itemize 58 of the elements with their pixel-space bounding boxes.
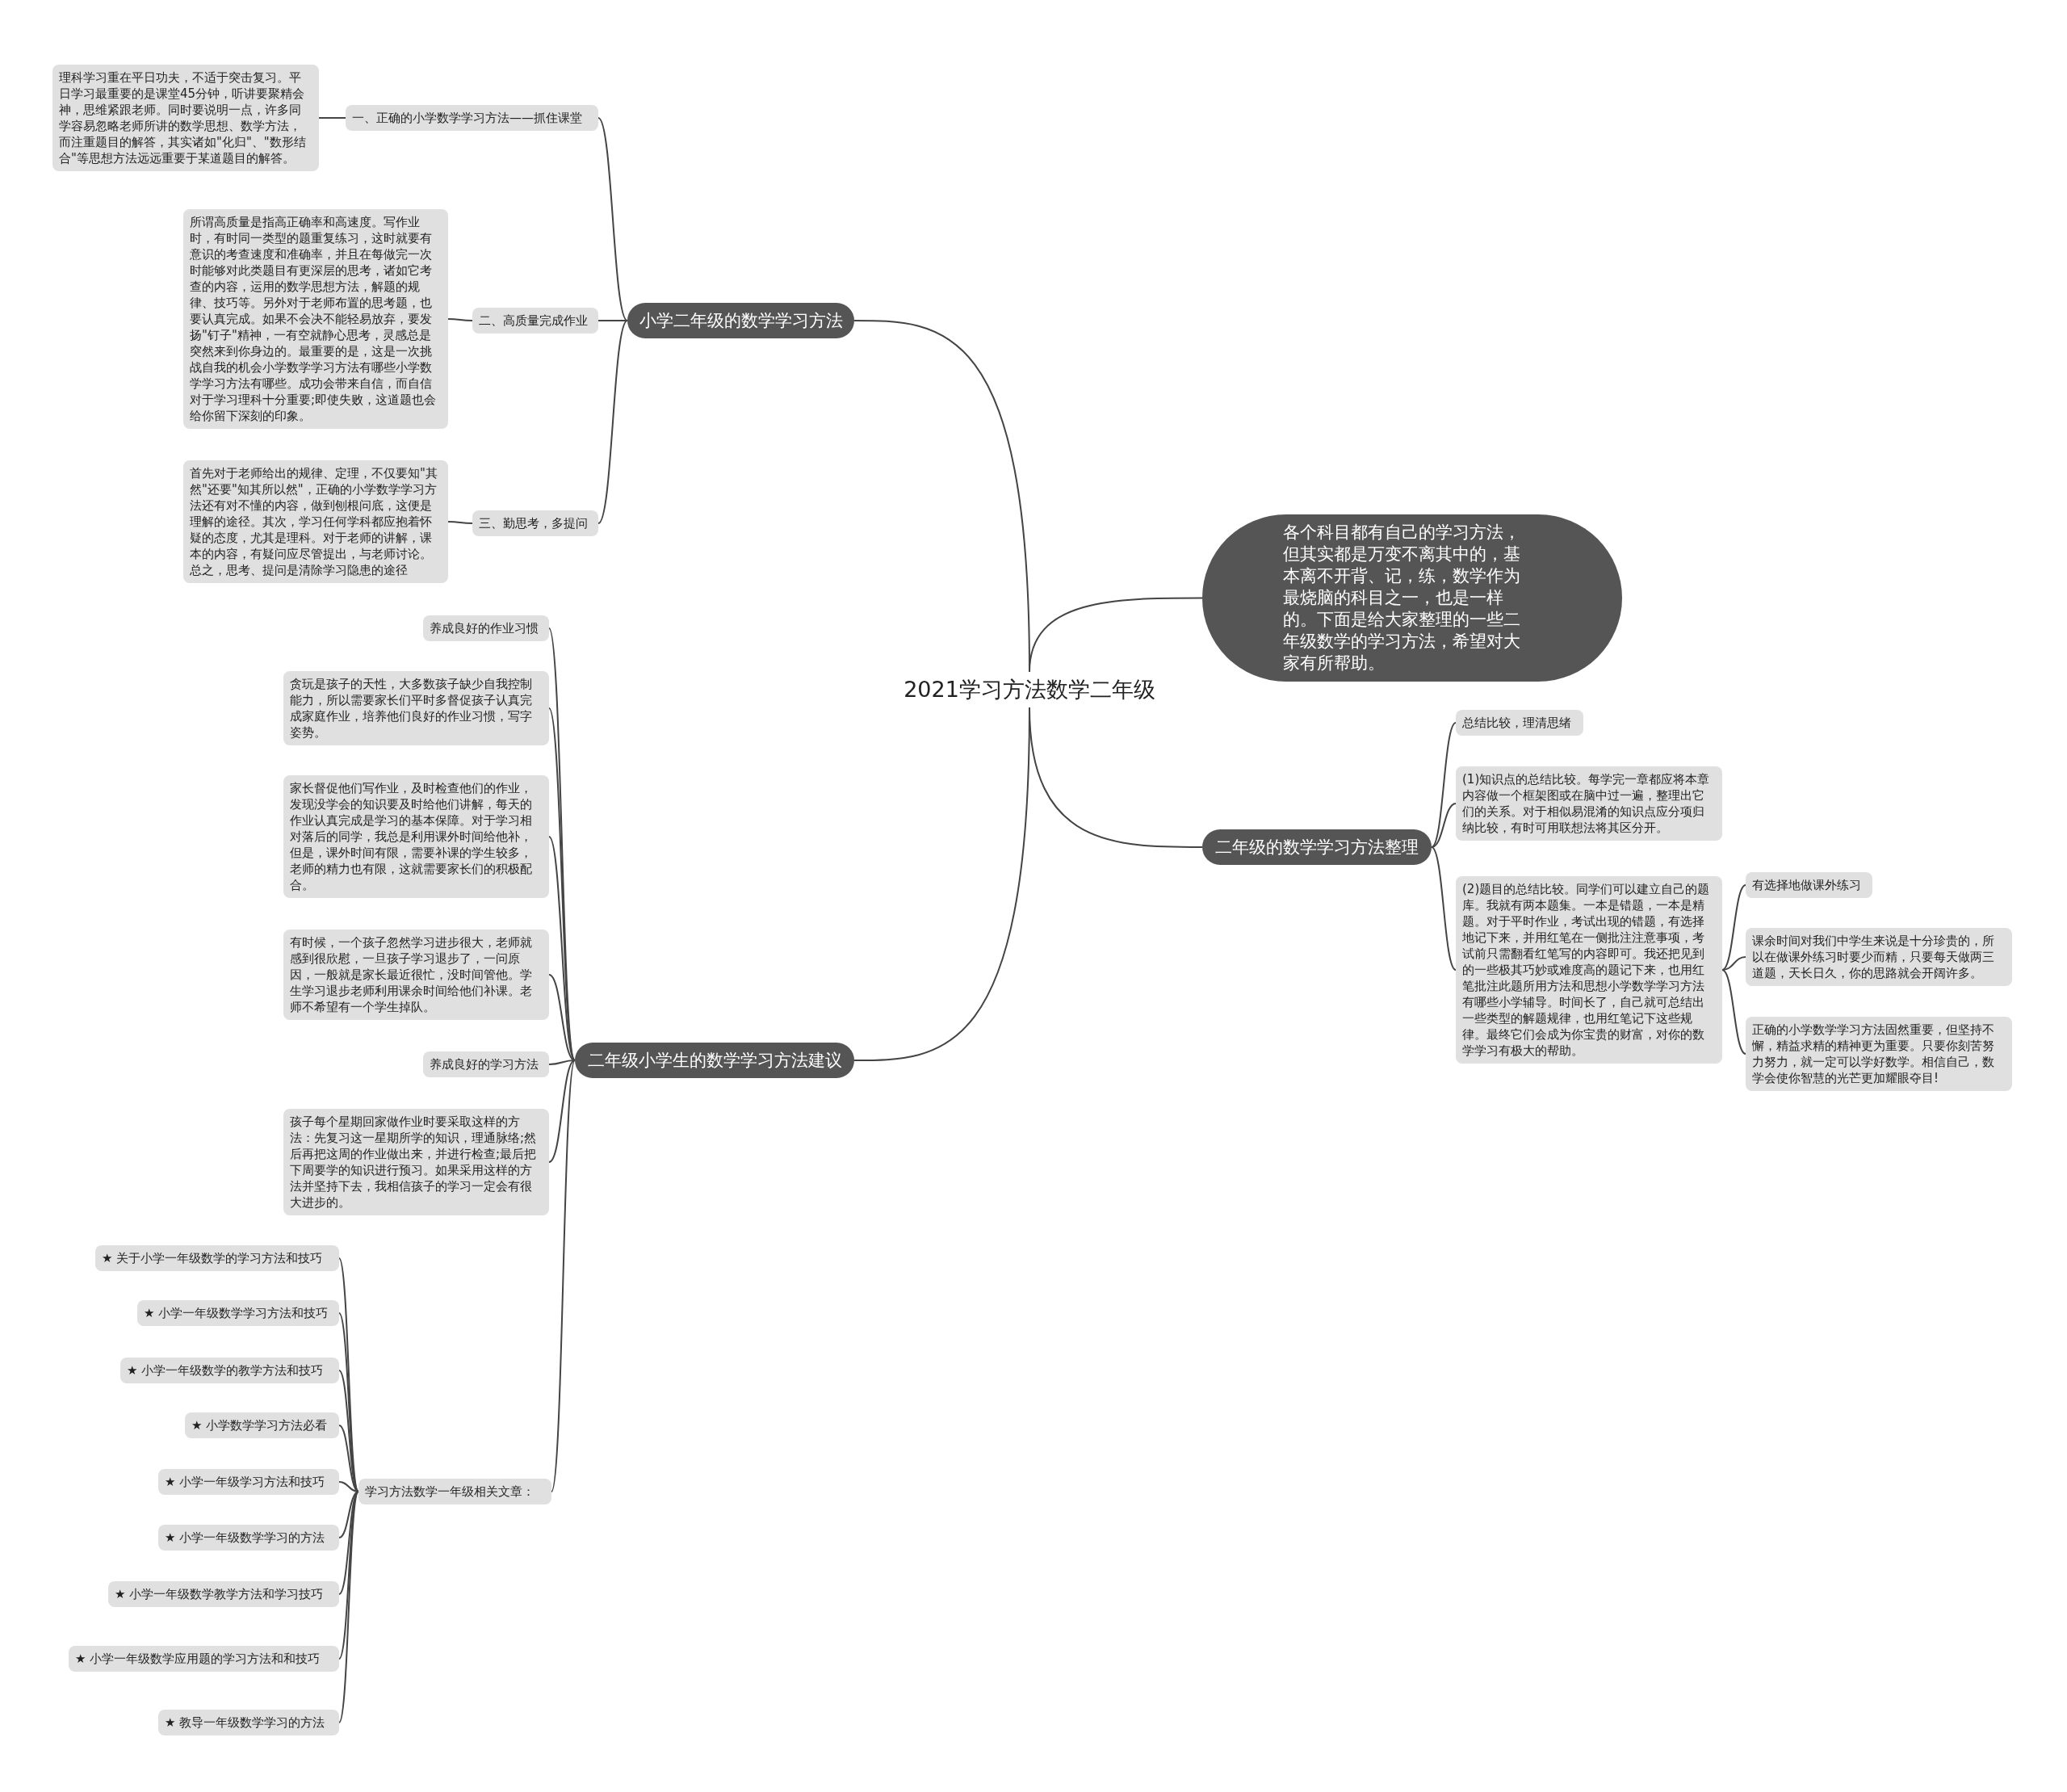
connector-line — [1029, 597, 1203, 673]
connector-line — [447, 521, 473, 524]
connector-line — [1431, 846, 1457, 971]
connector-line — [1721, 969, 1746, 1055]
article-link-box: ★ 小学一年级数学的教学方法和技巧 — [120, 1358, 339, 1383]
text-box: (1)知识点的总结比较。每学完一章都应将本章内容做一个框架图或在脑中过一遍，整理出它们的关系。对于相似易混淆的知识点应分项归纳比较，有时可用联想法将其区分开。 — [1456, 766, 1722, 841]
connector-line — [338, 1481, 359, 1492]
article-link-box: ★ 小学一年级数学应用题的学习方法和和技巧 — [69, 1646, 339, 1672]
central-topic: 2021学习方法数学二年级 — [896, 672, 1163, 707]
text-box: 理科学习重在平日功夫，不适于突击复习。平日学习最重要的是课堂45分钟，听讲要聚精会神，思维紧跟老师。同时要说明一点，许多同学容易忽略老师所讲的数学思想、数学方法，而注重题目的解答，其实诸如"化归"、"数形结合"等思想方法远远重要于某道题目的解答。 — [52, 65, 319, 171]
text-box: 有时候，一个孩子忽然学习进步很大，老师就感到很欣慰，一旦孩子学习退步了，一问原因，一般就是家长最近很忙，没时间管他。学生学习退步老师利用课余时间给他们补课。老师不希望有一个学生掉队。 — [283, 930, 549, 1020]
connector-line — [597, 117, 628, 321]
article-link-box: ★ 小学一年级学习方法和技巧 — [158, 1469, 339, 1495]
subtopic-box: 总结比较，理清思绪 — [1456, 710, 1583, 736]
text-box: 孩子每个星期回家做作业时要采取这样的方法：先复习这一星期所学的知识，理通脉络;然后再把这周的作业做出来，并进行检查;最后把下周要学的知识进行预习。如果采用这样的方法并坚持下去，我相信孩子的学习一定会有很大进步的。 — [283, 1109, 549, 1215]
connector-line — [338, 1491, 359, 1538]
intro-bubble: 各个科目都有自己的学习方法，但其实都是万变不离其中的，基本离不开背、记，练，数学作为最烧脑的科目之一，也是一样的。下面是给大家整理的一些二年级数学的学习方法，希望对大家有所帮助。 — [1202, 514, 1622, 682]
subtopic-box: 养成良好的学习方法 — [423, 1051, 549, 1077]
connector-line — [1029, 707, 1203, 848]
text-box: 贪玩是孩子的天性，大多数孩子缺少自我控制能力，所以需要家长们平时多督促孩子认真完成家庭作业，培养他们良好的作业习惯，写字姿势。 — [283, 671, 549, 745]
subtopic-box: 有选择地做课外练习 — [1746, 872, 1872, 898]
connector-line — [548, 836, 576, 1061]
text-box: 首先对于老师给出的规律、定理，不仅要知"其然"还要"知其所以然"，正确的小学数学学习方法还有对不懂的内容，做到刨根问底，这便是理解的途径。其次，学习任何学科都应抱着怀疑的态度，尤其是理科。对于老师的讲解，课本的内容，有疑问应尽管提出，与老师讨论。总之，思考、提问是清除学习隐患的途径 — [183, 460, 448, 583]
connector-line — [548, 974, 576, 1061]
connector-line — [1721, 884, 1746, 971]
article-link-box: ★ 小学数学学习方法必看 — [185, 1412, 339, 1438]
connector-line — [338, 1491, 359, 1660]
connector-line — [338, 1491, 359, 1723]
connector-line — [1431, 722, 1457, 848]
article-link-box: ★ 小学一年级数学教学方法和学习技巧 — [108, 1581, 339, 1607]
article-link-box: ★ 小学一年级数学学习的方法 — [158, 1525, 339, 1551]
connector-line — [318, 117, 346, 119]
connector-line — [1721, 956, 1746, 971]
branch-topic: 二年级的数学学习方法整理 — [1202, 829, 1432, 865]
subtopic-box: 二、高质量完成作业 — [472, 308, 598, 334]
text-box: 正确的小学数学学习方法固然重要，但坚持不懈，精益求精的精神更为重要。只要你刻苦努力努力，就一定可以学好数学。相信自己，数学会使你智慧的光芒更加耀眼夺目! — [1746, 1017, 2012, 1091]
branch-topic: 二年级小学生的数学学习方法建议 — [575, 1043, 854, 1078]
connector-line — [447, 318, 473, 321]
connector-line — [548, 1060, 576, 1163]
subtopic-box: 三、勤思考，多提问 — [472, 510, 598, 536]
article-link-box: ★ 小学一年级数学学习方法和技巧 — [137, 1300, 339, 1326]
subtopic-box: 一、正确的小学数学学习方法——抓住课堂 — [346, 105, 598, 131]
branch-topic: 小学二年级的数学学习方法 — [627, 303, 854, 338]
connector-line — [548, 707, 576, 1061]
article-link-box: ★ 关于小学一年级数学的学习方法和技巧 — [95, 1245, 339, 1271]
connector-line — [338, 1312, 359, 1492]
text-box: 家长督促他们写作业，及时检查他们的作业，发现没学会的知识要及时给他们讲解，每天的作业认真完成是学习的基本保障。对于学习相对落后的同学，我总是利用课外时间给他补，但是，课外时间有限，需要补课的学生较多，老师的精力也有限，这就需要家长们的积极配合。 — [283, 775, 549, 898]
text-box: (2)题目的总结比较。同学们可以建立自己的题库。我就有两本题集。一本是错题，一本是精题。对于平时作业，考试出现的错题，有选择地记下来，并用红笔在一侧批注注意事项，考试前只需翻看红笔写的内容即可。我还把见到的一些极其巧妙或难度高的题记下来，也用红笔批注此题所用方法和思想小学数学学习方法有哪些小学辅导。时间长了，自己就可总结出一些类型的解题规律，也用红笔记下这些规律。最终它们会成为你宝贵的财富，对你的数学学习有极大的帮助。 — [1456, 876, 1722, 1064]
subtopic-box: 养成良好的作业习惯 — [423, 615, 549, 641]
connector-line — [551, 1060, 576, 1492]
subtopic-box: 学习方法数学一年级相关文章： — [358, 1479, 551, 1505]
text-box: 课余时间对我们中学生来说是十分珍贵的，所以在做课外练习时要少而精，只要每天做两三道题，天长日久，你的思路就会开阔许多。 — [1746, 928, 2012, 986]
connector-line — [1431, 803, 1457, 848]
text-box: 所谓高质量是指高正确率和高速度。写作业时，有时同一类型的题重复练习，这时就要有意识的考查速度和准确率，并且在每做完一次时能够对此类题目有更深层的思考，诸如它考查的内容，运用的数学思想方法，解题的规律、技巧等。另外对于老师布置的思考题，也要认真完成。如果不会决不能轻易放弃，要发扬"钉子"精神，一有空就静心思考，灵感总是突然来到你身边的。最重要的是，这是一次挑战自我的机会小学数学学习方法有哪些小学数学学习方法有哪些。成功会带来自信，而自信对于学习理科十分重要;即使失败，这道题也会给你留下深刻的印象。 — [183, 209, 448, 429]
connector-line — [597, 320, 628, 524]
connector-line — [548, 1060, 576, 1065]
article-link-box: ★ 教导一年级数学学习的方法 — [158, 1710, 339, 1735]
connector-line — [597, 320, 628, 321]
